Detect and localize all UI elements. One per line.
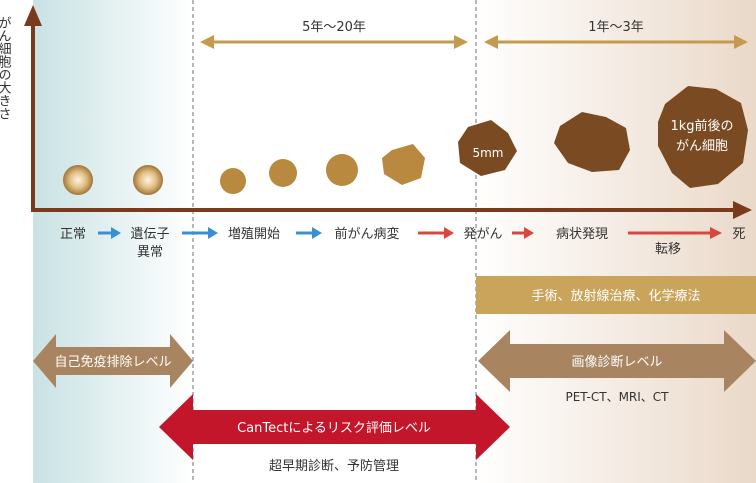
tumor-mid	[554, 112, 630, 172]
y-axis-label: がん細胞の大きさ	[0, 16, 11, 120]
tumor-label-1kg-line1: 1kg前後の	[670, 118, 733, 134]
treatment-label: 手術、放射線治療、化学療法	[531, 288, 700, 304]
stage-gene: 遺伝子	[130, 227, 169, 242]
period-late: 1年〜3年	[484, 20, 748, 49]
arrow-red-3	[628, 227, 722, 239]
zone-normal-bg	[33, 0, 193, 483]
stage-precancer: 前がん病変	[334, 226, 399, 242]
stage-arrows	[98, 227, 722, 239]
arrow-red-2	[512, 227, 534, 239]
imaging-level-arrow	[478, 330, 756, 392]
period-late-label: 1年〜3年	[588, 20, 644, 35]
tumor-label-5mm: 5mm	[472, 146, 503, 160]
stage-gene-line2: 異常	[137, 245, 163, 260]
cell-gene-abnormal	[133, 165, 163, 195]
arrow-red-1	[418, 227, 454, 239]
stage-death: 死	[732, 227, 745, 242]
cantect-level-label: CanTectによるリスク評価レベル	[237, 421, 431, 436]
imaging-level-sub: PET-CT、MRI、CT	[565, 390, 669, 404]
zone-clinical-bg	[476, 0, 756, 483]
treatment-bar	[476, 276, 756, 314]
cantect-level-sub: 超早期診断、予防管理	[269, 458, 399, 474]
imaging-level-label: 画像診断レベル	[571, 354, 662, 370]
cell-precancer-2	[382, 144, 425, 185]
tumor-label-1kg-line2: がん細胞	[676, 139, 728, 154]
arrow-blue-2	[182, 227, 218, 239]
cell-precancer-1	[326, 154, 358, 186]
tumor-1kg	[658, 86, 748, 188]
cells	[63, 86, 748, 195]
stage-labels: 正常 遺伝子 異常 増殖開始 前がん病変 発がん 病状発現 転移 死	[60, 226, 746, 260]
period-early: 5年〜20年	[200, 20, 468, 49]
x-axis-arrowhead	[733, 201, 752, 219]
stage-proliferation: 増殖開始	[228, 226, 280, 242]
stage-symptoms: 病状発現	[556, 227, 608, 242]
cell-proliferation-1	[220, 168, 246, 194]
arrow-blue-3	[296, 227, 322, 239]
y-axis-arrowhead	[24, 5, 42, 26]
arrow-blue-1	[98, 227, 121, 239]
tumor-5mm	[458, 120, 517, 176]
cell-normal	[63, 165, 93, 195]
immune-level-arrow	[33, 334, 193, 388]
stage-normal: 正常	[60, 227, 86, 242]
cell-proliferation-2	[269, 159, 297, 187]
stage-metastasis: 転移	[655, 242, 681, 257]
stage-carcinogenesis: 発がん	[463, 227, 502, 242]
period-early-label: 5年〜20年	[302, 20, 366, 35]
immune-level-label: 自己免疫排除レベル	[54, 354, 171, 370]
cantect-level-arrow	[159, 394, 510, 460]
